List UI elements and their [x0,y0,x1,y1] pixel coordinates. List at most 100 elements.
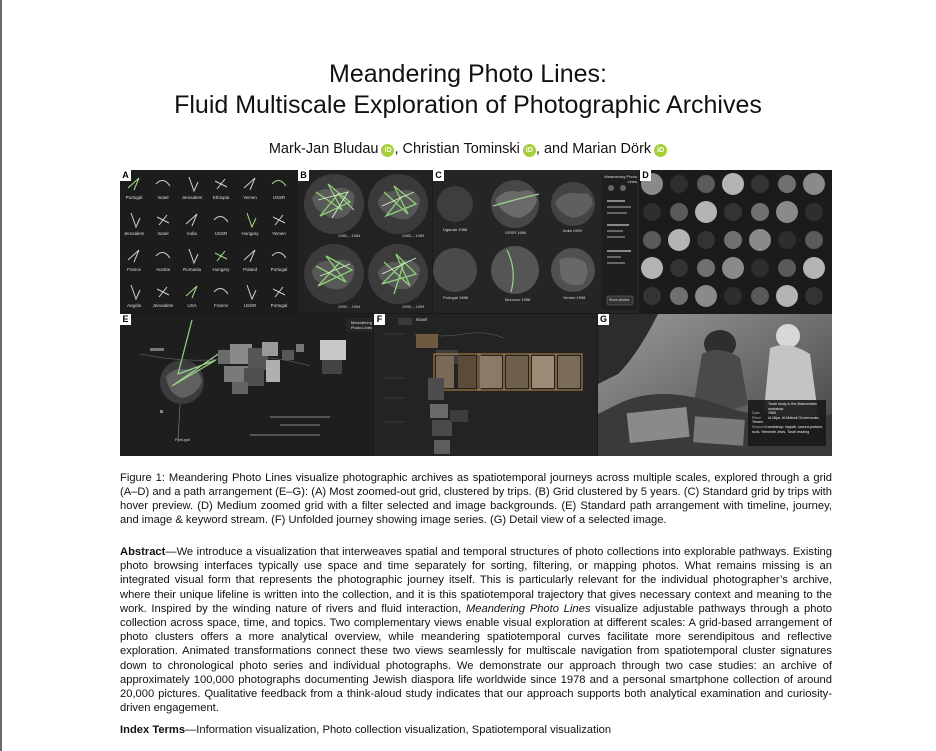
page-left-border [0,0,2,751]
selected-photo [598,314,832,456]
photo-cluster [778,259,796,277]
trip-glyph [130,212,141,229]
trip-label: Jerusalem [182,195,203,200]
globe [491,246,539,294]
app-title: Meandering Photo Lines [350,320,372,330]
photo-cluster [643,287,661,305]
index-terms-label: Index Terms [120,724,186,736]
filter-chip[interactable]: Israel [416,317,428,322]
photo-cluster [778,175,796,193]
photo-cluster [749,229,771,251]
trip-label: Israel [157,195,168,200]
trip-glyph [213,288,229,295]
panel-b-year-grid: B [298,170,432,313]
orcid-icon[interactable]: iD [522,144,536,157]
author-name: Mark-Jan Bludau [268,141,379,157]
trip-label: USA [187,303,196,308]
period-label: 1985 – 1989 [402,233,425,238]
panel-letter: B [298,170,309,181]
trip-label: USSR [273,195,286,200]
trip-glyph [243,177,256,191]
photo-thumbnail [430,404,448,418]
panel-e-path-arrangement: E Meandering Photo Lines [120,314,373,456]
image-info: Torah study in the Maimonides workshop D… [752,402,826,434]
panel-letter: E [120,314,131,325]
trip-label: Portugal [271,267,288,272]
info-value: workshop, kippah, sacred-profane, rural,… [752,424,824,434]
filter-sidebar [601,174,637,310]
photo-thumbnail [428,378,444,400]
period-label: 1990 – 1994 [338,304,361,309]
index-terms-dash: — [185,724,197,736]
index-terms: Index Terms—Information visualization, P… [120,723,832,737]
trip-glyph [213,216,229,223]
trip-label: Portugal [271,303,288,308]
trip-glyph [246,284,257,301]
photo-cluster [697,259,715,277]
trip-label: France [214,303,229,308]
figure-caption: Figure 1: Meandering Photo Lines visuali… [120,472,832,527]
author-separator: , and [535,141,573,157]
trip-glyph [272,214,286,226]
trip-label: India 1999 [563,228,582,233]
orcid-icon[interactable]: iD [381,144,395,157]
trip-label: India [187,231,197,236]
trip-glyph [271,180,287,187]
panel-f-unfolded-journey: F Israel [374,314,597,456]
photo-cluster [643,231,661,249]
image-title: Torah study in the Maimonides workshop [768,402,817,411]
trip-label: Austria [156,267,171,272]
globe [433,248,477,292]
paper-title-line-1: Meandering Photo Lines: [329,60,607,88]
photo-cluster [805,231,823,249]
trip-label: Israel [157,231,168,236]
abstract: Abstract—We introduce a visualization th… [120,545,832,715]
trip-glyph [185,213,198,227]
orcid-icon[interactable]: iD [654,144,668,157]
globe [437,186,473,222]
trip-glyph [214,178,228,190]
panel-letter: D [640,170,651,181]
photo-cluster [670,259,688,277]
info-row: Keywordsworkshop, kippah, sacred-profane… [752,425,826,434]
author-name: Christian Tominski [402,141,520,157]
photo-cluster [697,175,715,193]
trip-label: Morocco 1998 [505,297,531,302]
trip-glyph [214,250,228,262]
trip-glyph [272,286,286,298]
trip-glyph [155,180,171,187]
info-value: Al-Mijar, Al-Mahwit Governorate, Yemen [752,415,820,425]
author-name: Marian Dörk [572,141,652,157]
info-key: Date [752,411,760,416]
app-header [346,318,372,332]
trip-label: Yemen [243,195,257,200]
show-photos-label[interactable]: Show photos [609,298,630,302]
panel-d-filtered-grid: D [640,170,832,313]
globe-grid [433,174,637,310]
trip-label: Ethiopia [213,195,230,200]
trip-glyph [188,176,199,193]
photo-thumbnail [506,356,528,388]
photo-cluster [695,285,717,307]
photo-cluster [803,257,825,279]
panel-c-trip-grid-hover: C Meandering Photo [433,170,639,313]
info-overlay [748,400,826,446]
trip-label: USSR 1989 [505,230,527,235]
trip-glyph [185,285,198,299]
abstract-dash: — [165,546,177,558]
trip-label: Romania [183,267,202,272]
panel-g-detail-view: G Torah study in the Maimonides workshop [598,314,832,456]
trip-label: Jerusalem [124,231,145,236]
photo-cluster [778,231,796,249]
globe [368,174,428,234]
photo-thumbnail [532,356,554,388]
trip-label: Angola [127,303,142,308]
photo-thumbnail [432,420,452,436]
trip-label: Yemen 1998 [563,295,586,300]
photo-cluster [805,287,823,305]
trip-glyph [246,212,257,229]
